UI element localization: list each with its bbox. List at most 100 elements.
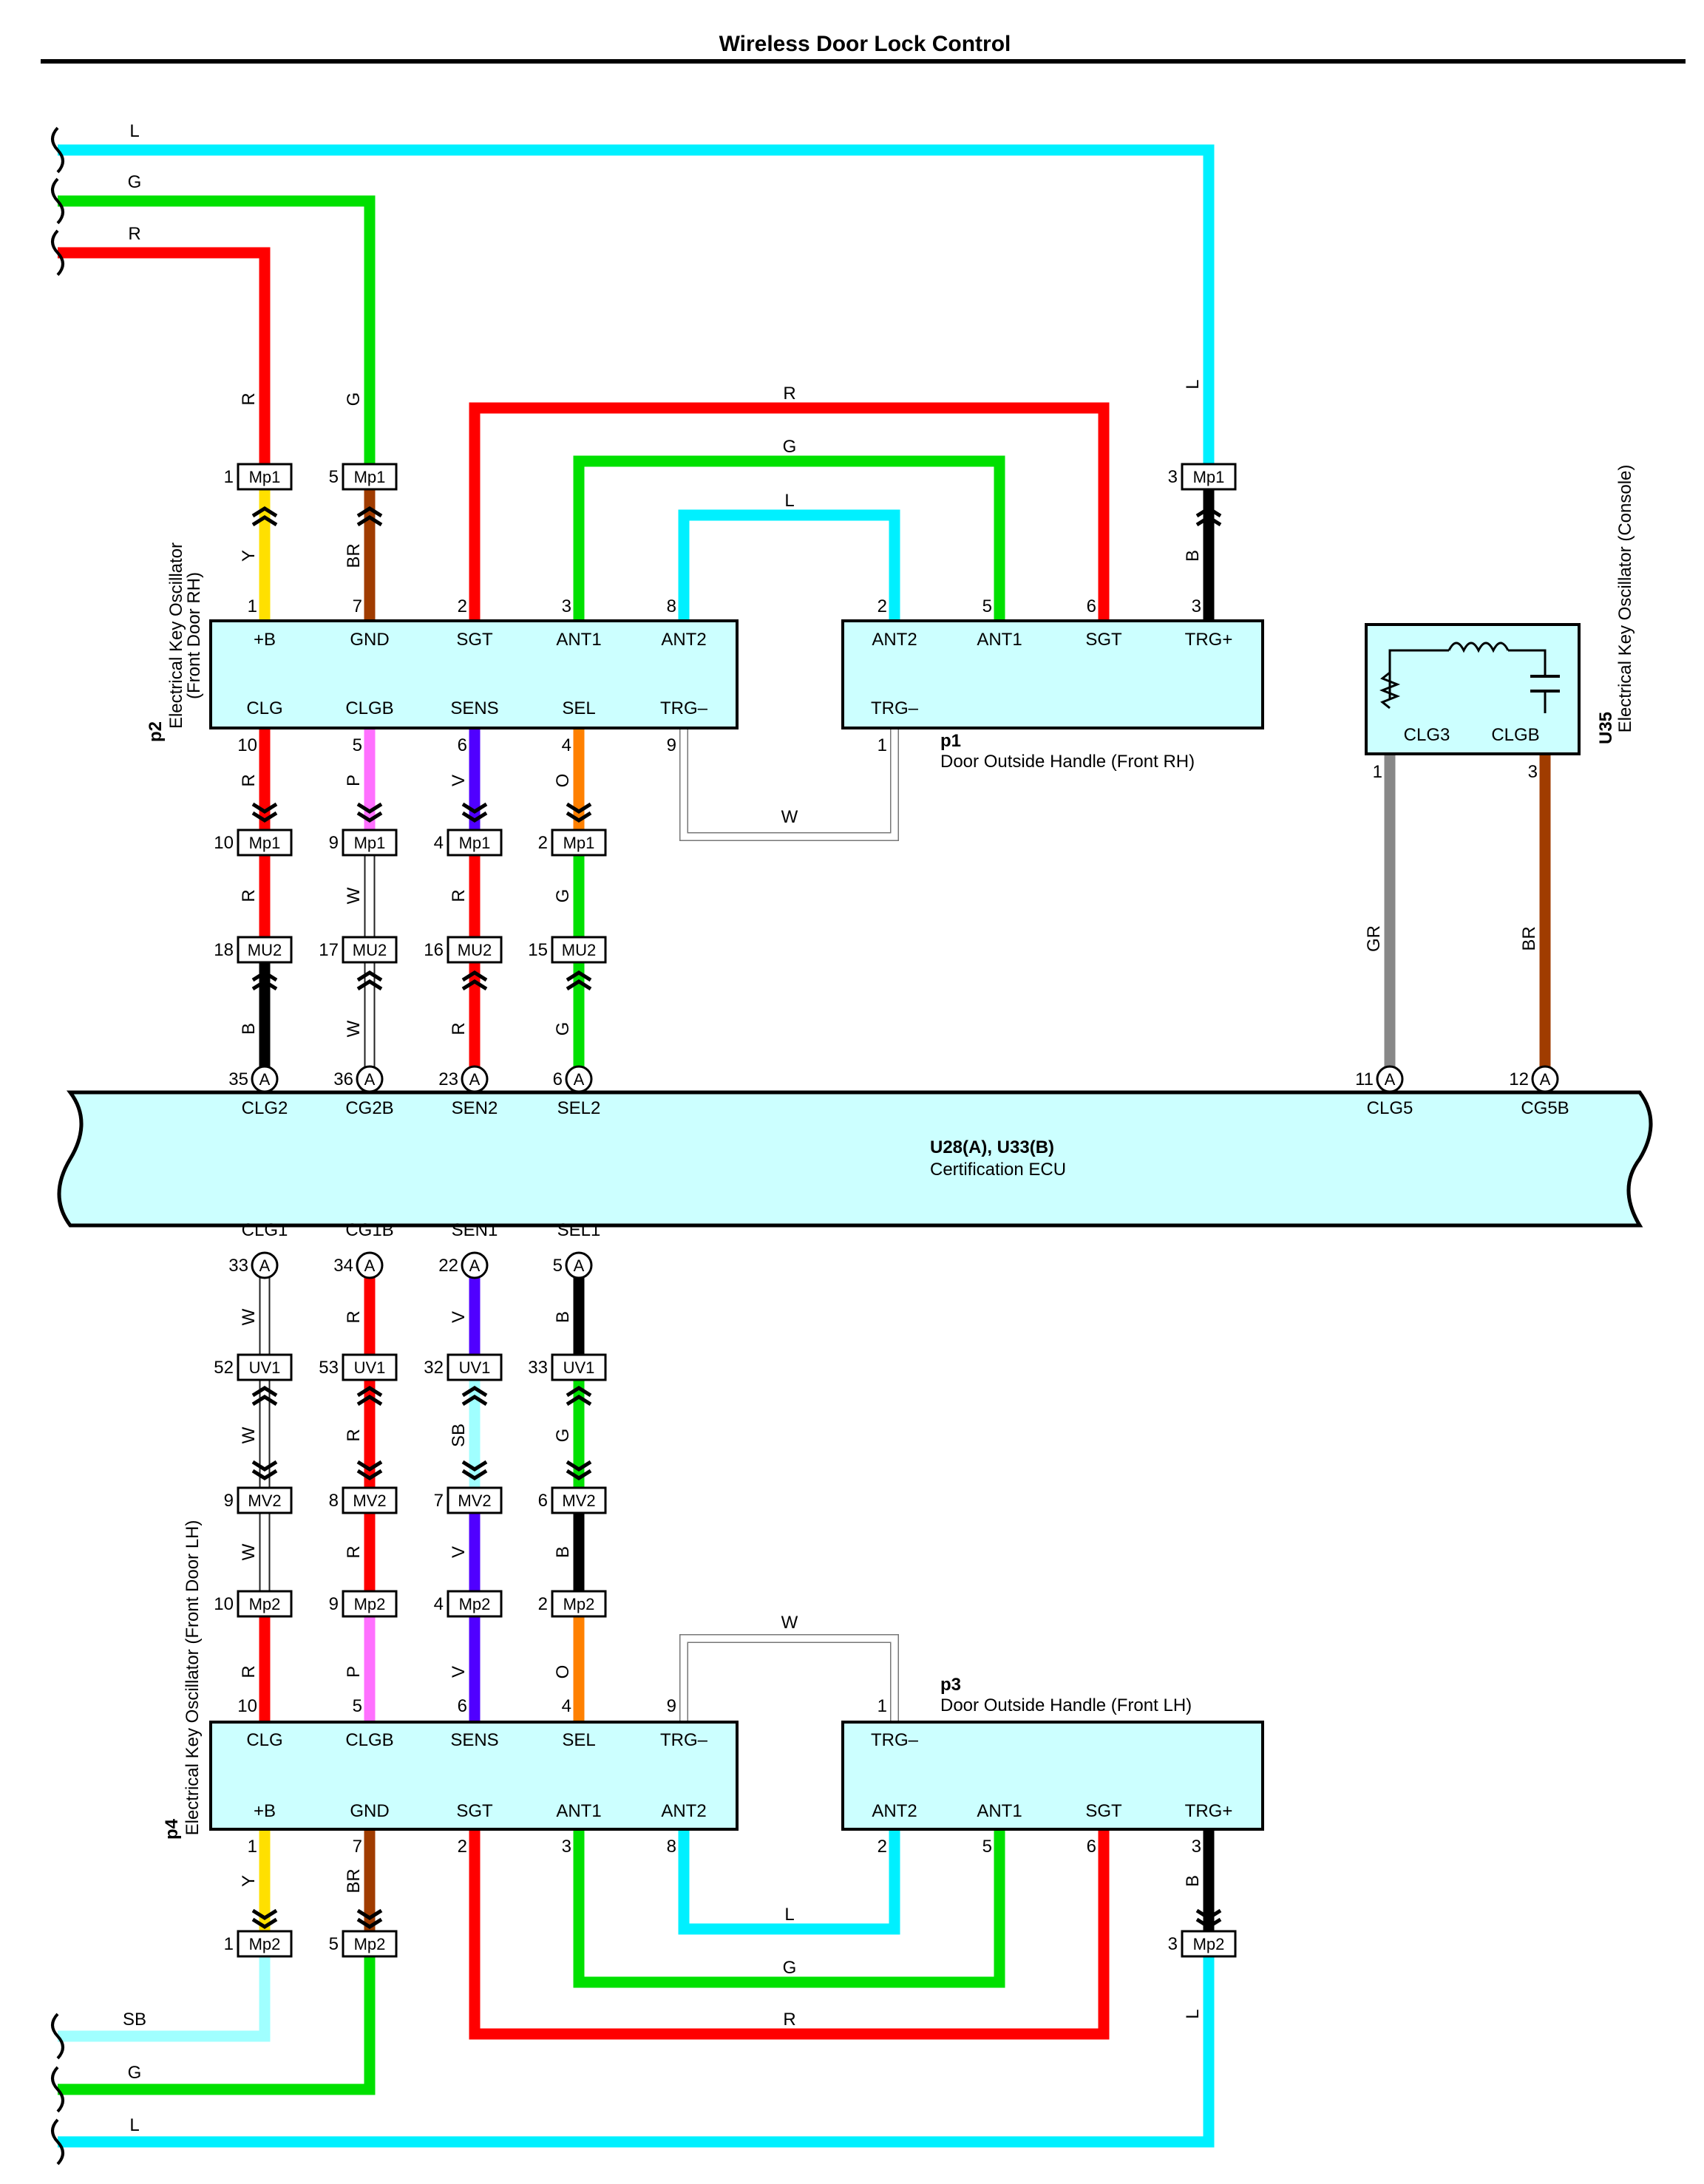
p2-term: ANT1 (556, 630, 601, 650)
label-B: B (1183, 550, 1203, 562)
p2-term: ANT2 (661, 630, 706, 650)
ecu-term: CLG1 (242, 1220, 288, 1240)
label-BR: BR (1519, 926, 1539, 950)
p4-pin: 4 (562, 1696, 571, 1716)
wire-top-G (58, 195, 376, 477)
p4-pin: 10 (237, 1696, 257, 1716)
p4-term: SEL (562, 1730, 595, 1750)
ecu-term: CLG2 (242, 1098, 288, 1118)
conn-mu2-3-label: MU2 (562, 941, 596, 959)
p3-ref: p3 (940, 1675, 961, 1695)
chev (566, 979, 592, 991)
conn-uv1-1-label: UV1 (354, 1358, 386, 1377)
p2-term: SEL (562, 698, 595, 718)
p2-pin: 4 (562, 735, 571, 755)
conn-mp2-5 (342, 1930, 398, 1958)
label-Y-bot: Y (239, 1875, 259, 1887)
trg-loop-bottom (679, 1634, 899, 1722)
coil-icon (1447, 642, 1510, 653)
ecu-marker-pin: 12 (1509, 1069, 1529, 1089)
wire-top-R (58, 247, 271, 477)
p4-pin: 2 (458, 1837, 467, 1857)
conn-mp2-mid-1-pin: 9 (329, 1594, 339, 1614)
conn-mp2-1-pin: 1 (224, 1934, 234, 1954)
break-5 (51, 2066, 64, 2113)
ecu-marker-bottom-letter: A (574, 1256, 585, 1275)
label-drop-G: G (344, 392, 364, 406)
conn-mv2-1 (342, 1486, 398, 1514)
ecu-marker-bottom-letter: A (364, 1256, 376, 1275)
p2-pin: 2 (458, 596, 467, 616)
p2-pin: 7 (353, 596, 362, 616)
conn-uv1-2 (447, 1353, 503, 1381)
ecu-marker-letter: A (469, 1070, 481, 1089)
p4-term: TRG– (660, 1730, 708, 1750)
conn-mu2-1-label: MU2 (353, 941, 387, 959)
p3-term: SGT (1085, 1801, 1122, 1821)
arc-top-L (678, 509, 900, 621)
conn-mp1-mid-0 (237, 829, 293, 857)
ecu-marker-pin: 6 (553, 1069, 563, 1089)
ecu-term: CG1B (345, 1220, 393, 1240)
p2-pin: 1 (248, 596, 257, 616)
chev (1195, 515, 1222, 527)
ecu-term: CG5B (1521, 1098, 1569, 1118)
conn-mv2-2-label: MV2 (458, 1491, 491, 1510)
label-ecu-d1: V (449, 1311, 469, 1323)
chev (251, 979, 278, 991)
label-arc-bot-R: R (783, 2010, 795, 2030)
label-p2-d3: G (553, 1022, 573, 1036)
ecu-marker-bottom-letter: A (259, 1256, 271, 1275)
chev (566, 1395, 592, 1406)
p4-term: ANT2 (661, 1801, 706, 1821)
label-feed-L-bot: L (129, 2115, 139, 2135)
label-Y: Y (239, 550, 259, 562)
p4-pin: 3 (562, 1837, 571, 1857)
ecu-marker-bottom (251, 1251, 279, 1279)
conn-mp1-5 (342, 463, 398, 491)
p1-name: Door Outside Handle (Front RH) (940, 752, 1195, 772)
label-arc-R: R (783, 384, 795, 404)
conn-mp2-mid-0-pin: 10 (214, 1594, 234, 1614)
label-feed-R: R (128, 224, 140, 244)
p4-term: SGT (456, 1801, 493, 1821)
conn-mp1-1-pin: 1 (224, 467, 234, 487)
p4-pin: 1 (248, 1837, 257, 1857)
chev (356, 979, 383, 991)
p4-ref: p4 (162, 1818, 182, 1840)
ecu-term: CG2B (345, 1098, 393, 1118)
chev (461, 1395, 488, 1406)
conn-mp2-3 (1181, 1930, 1237, 1958)
p4-term: CLG (246, 1730, 282, 1750)
label-BR-bot: BR (344, 1868, 364, 1893)
conn-mp2-mid-0 (237, 1590, 293, 1618)
ecu-marker-letter: A (1540, 1070, 1551, 1089)
p2-pin: 3 (562, 596, 571, 616)
conn-mu2-2-label: MU2 (458, 941, 492, 959)
ecu-marker-bottom (356, 1251, 384, 1279)
p2-term: SGT (456, 630, 493, 650)
conn-mp1-mid-3-label: Mp1 (563, 834, 595, 852)
ecu-marker-pin: 36 (333, 1069, 353, 1089)
chev (356, 515, 383, 527)
chev (251, 1395, 278, 1406)
label-ecu-d2: W (239, 1426, 259, 1443)
label-p2-d1: V (449, 775, 469, 786)
chev (1195, 1917, 1222, 1929)
box-p1 (841, 619, 1264, 729)
label-feed-SB: SB (123, 2010, 146, 2030)
conn-mp2-5-label: Mp2 (354, 1935, 386, 1953)
label-feed-G: G (128, 172, 142, 192)
conn-mv2-0-pin: 9 (224, 1491, 234, 1511)
conn-mu2-1-pin: 17 (319, 940, 339, 960)
chev (566, 1460, 592, 1472)
conn-mp1-mid-3-pin: 2 (538, 833, 548, 853)
p3-term: TRG– (871, 1730, 919, 1750)
chev (251, 970, 278, 982)
label-drop-R: R (239, 392, 259, 405)
conn-mp1-mid-2-pin: 4 (434, 833, 444, 853)
conn-mv2-1-label: MV2 (353, 1491, 386, 1510)
conn-uv1-1 (342, 1353, 398, 1381)
p1-pin: 5 (982, 596, 992, 616)
label-B-bot: B (1183, 1875, 1203, 1887)
